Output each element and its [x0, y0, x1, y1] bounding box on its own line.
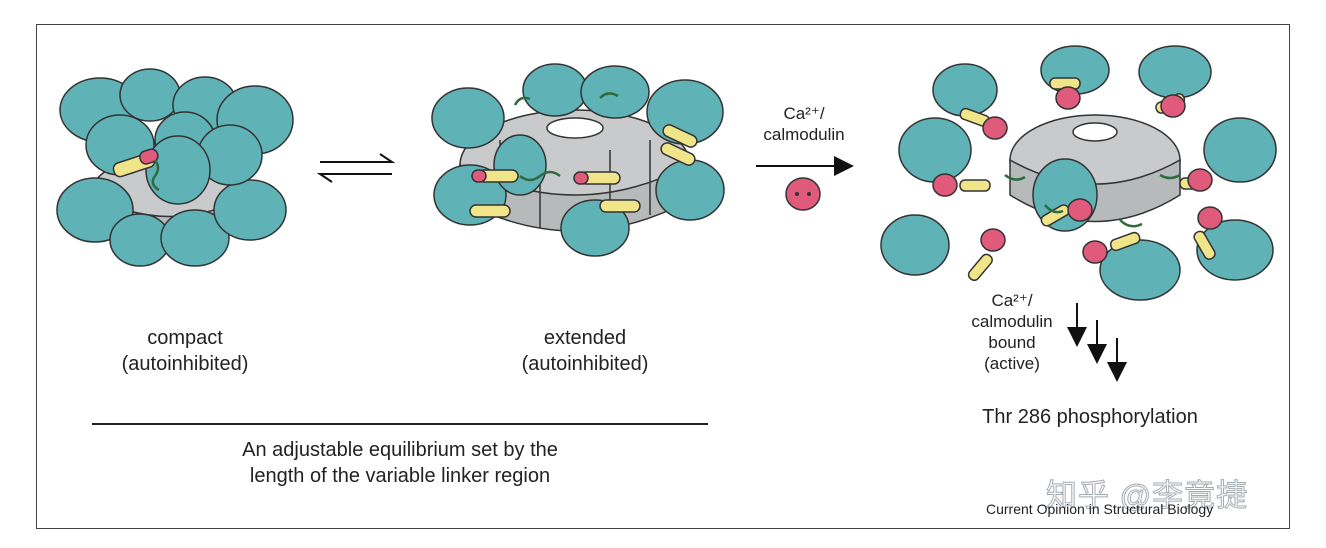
credit-line: Current Opinion in Structural Biology: [986, 501, 1214, 517]
calmodulin-arrow: [756, 156, 854, 211]
watermark: 知乎 @李竟捷: [1045, 478, 1249, 514]
phosphorylation-arrows: [1067, 303, 1127, 382]
bound-calmodulins: [932, 86, 1223, 264]
kinase-domains: [56, 68, 294, 267]
phosphorylation-label: Thr 286 phosphorylation: [982, 406, 1198, 428]
compact-holoenzyme: [56, 68, 294, 267]
bound-state-label: Ca²⁺/ calmodulin bound (active): [971, 291, 1053, 373]
active-holoenzyme: [880, 45, 1277, 301]
compact-label: compact (autoinhibited): [121, 327, 249, 375]
kinase-domains: [880, 45, 1277, 301]
equilibrium-caption: An adjustable equilibrium set by the len…: [242, 439, 558, 487]
regulatory-segments: [469, 124, 698, 218]
equilibrium-arrows: [316, 153, 396, 183]
figure-frame: [36, 24, 1290, 529]
calmodulin-arrow-label: Ca²⁺/ calmodulin: [763, 104, 845, 144]
extended-holoenzyme: [431, 63, 725, 257]
extended-label: extended (autoinhibited): [521, 327, 649, 375]
calmodulin-icon: [785, 177, 821, 211]
